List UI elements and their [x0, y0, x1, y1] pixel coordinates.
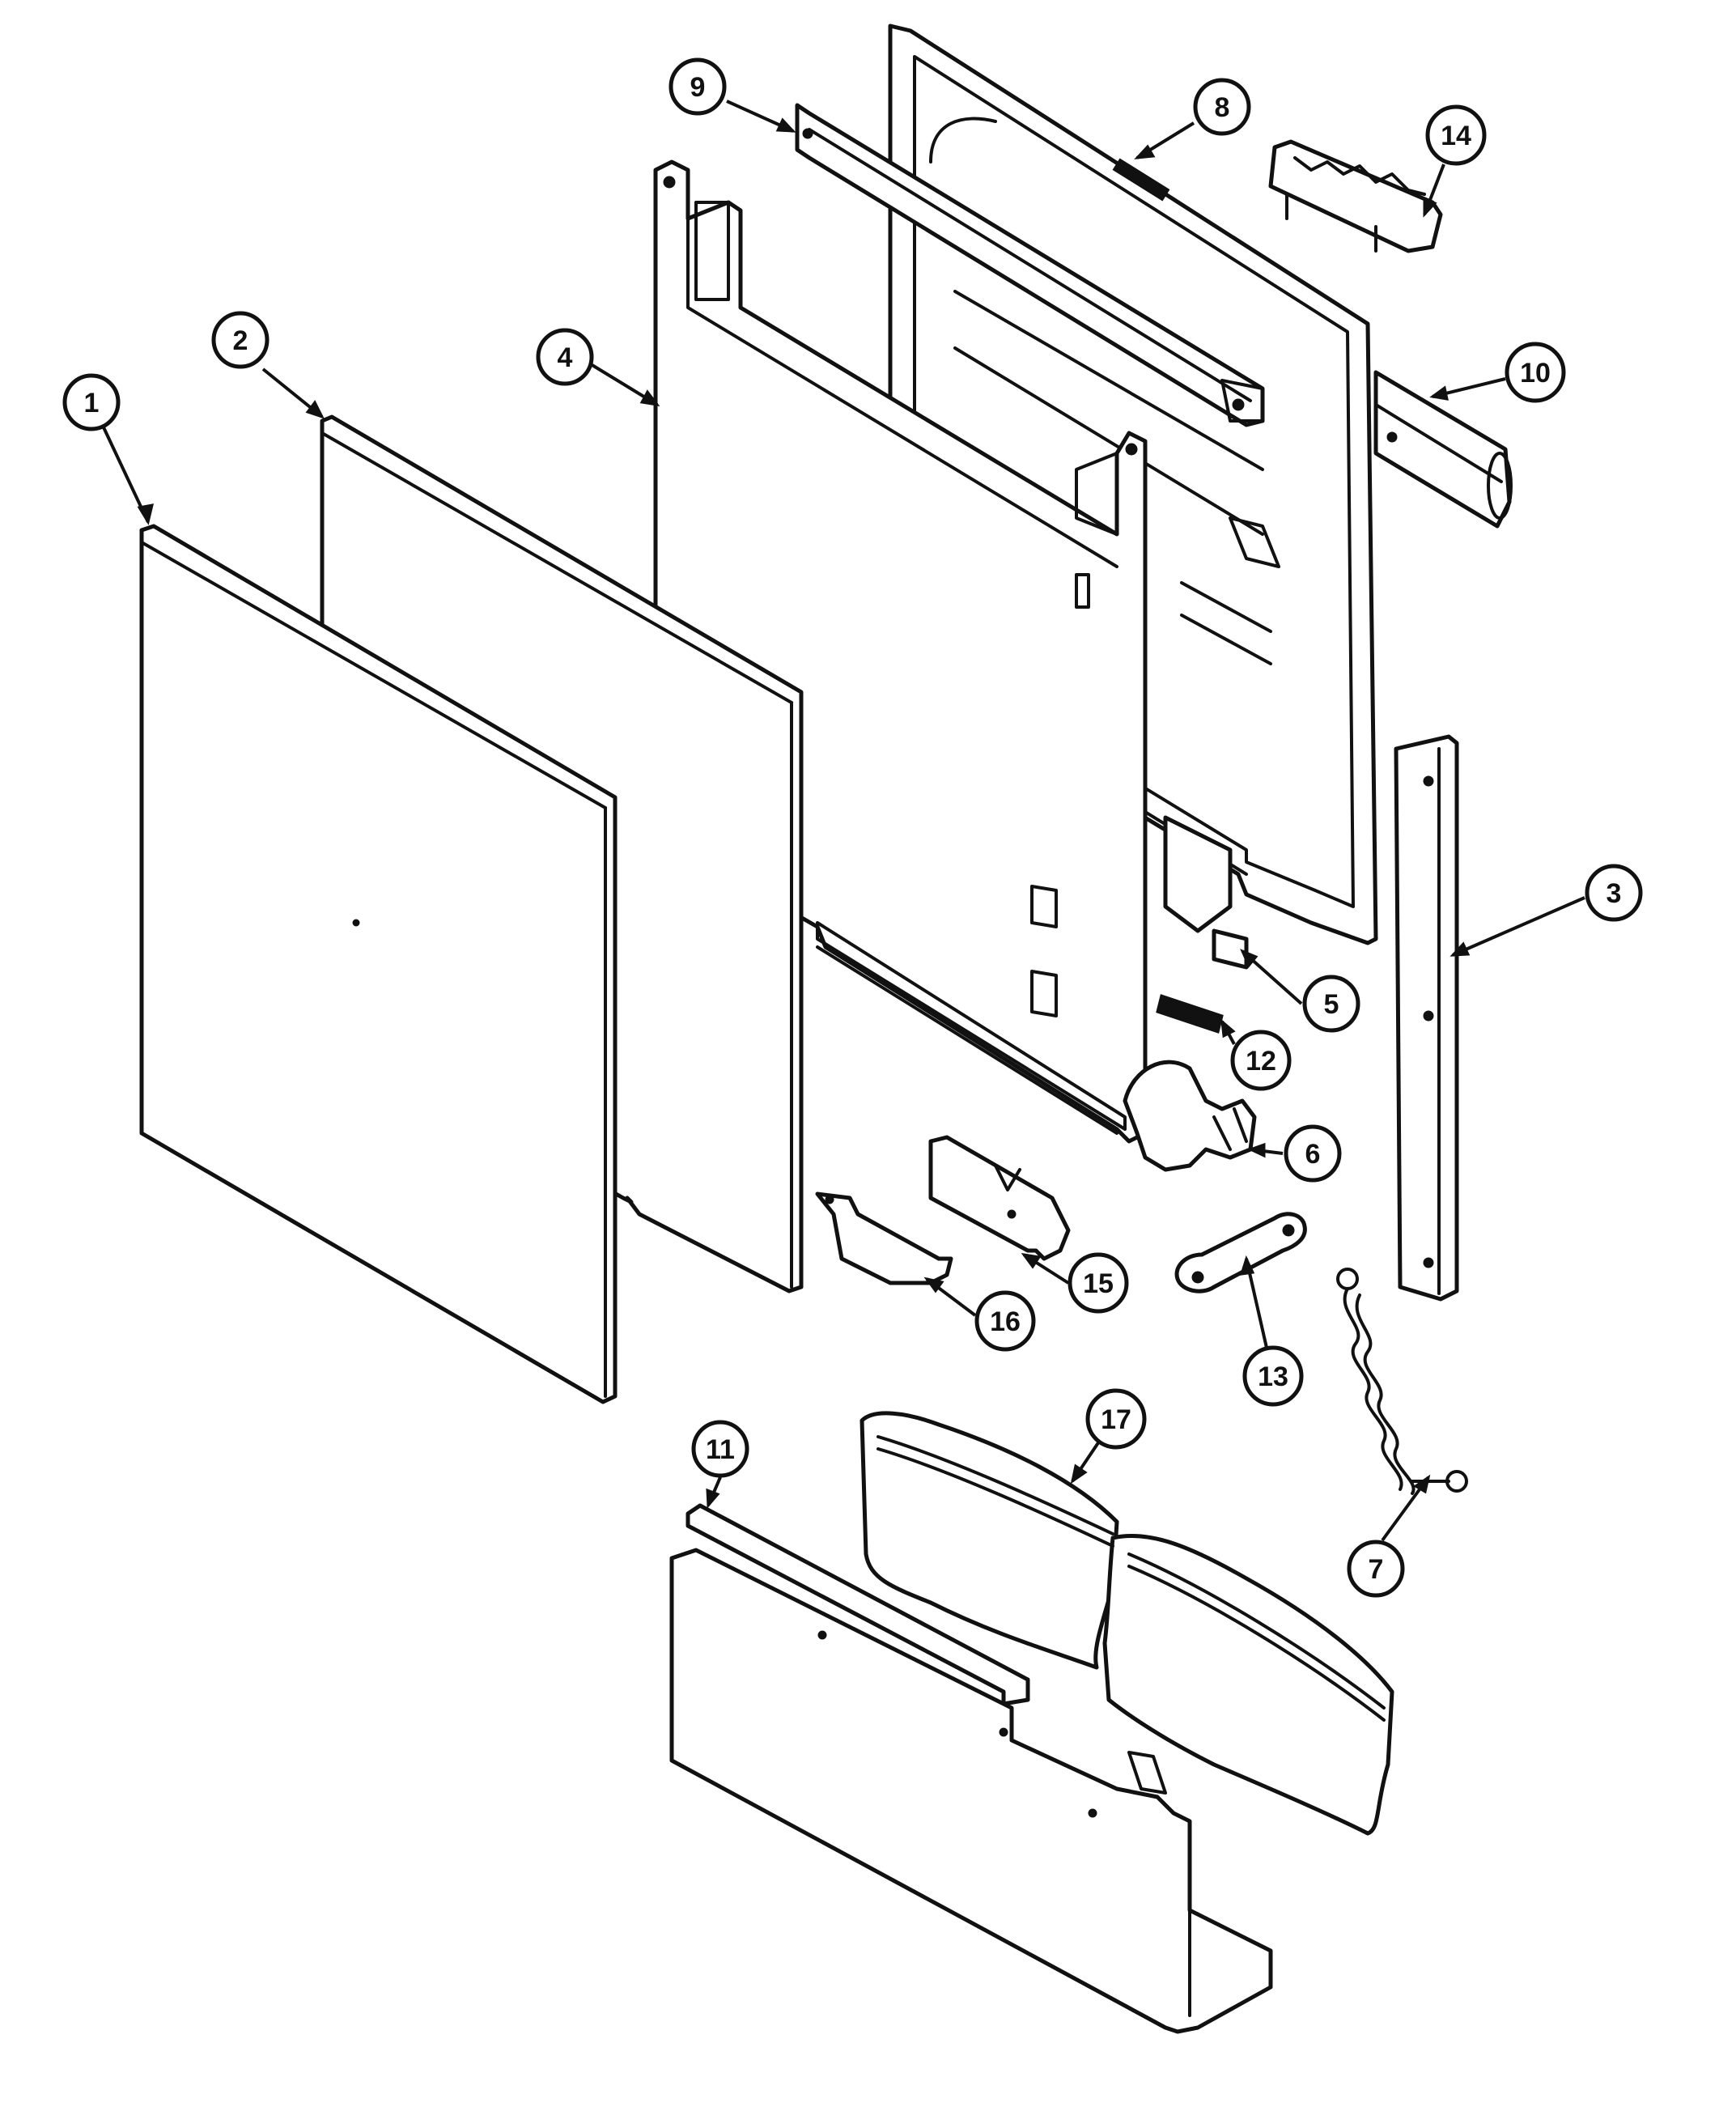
- callout-8: 8: [1193, 78, 1251, 136]
- callout-6-label: 6: [1305, 1139, 1321, 1170]
- callout-9-label: 9: [690, 72, 706, 103]
- callout-12-label: 12: [1246, 1046, 1276, 1077]
- callout-10: 10: [1505, 342, 1566, 403]
- part-17-insulation-blanket: [860, 1411, 1394, 1836]
- part-15-bracket-plate: [928, 1135, 1071, 1261]
- callout-14: 14: [1425, 104, 1487, 166]
- callout-2: 2: [211, 311, 270, 369]
- part-12-pad: [1156, 994, 1224, 1034]
- part-11-bottom-panel: [669, 1503, 1273, 2034]
- callout-15-label: 15: [1083, 1268, 1114, 1299]
- callout-16: 16: [974, 1290, 1036, 1352]
- part-14-latch-handle: [1268, 139, 1443, 253]
- callout-13: 13: [1242, 1345, 1304, 1407]
- callout-5: 5: [1302, 975, 1360, 1033]
- callout-17: 17: [1085, 1388, 1147, 1450]
- callout-3-label: 3: [1607, 878, 1622, 909]
- callout-4-label: 4: [558, 342, 573, 373]
- callout-6: 6: [1284, 1124, 1342, 1183]
- callout-5-label: 5: [1324, 989, 1339, 1020]
- callout-3: 3: [1585, 864, 1643, 922]
- callout-8-label: 8: [1215, 92, 1230, 123]
- callout-13-label: 13: [1258, 1361, 1288, 1392]
- callout-1-label: 1: [84, 388, 100, 418]
- callout-17-label: 17: [1101, 1404, 1131, 1435]
- callout-11: 11: [691, 1420, 749, 1478]
- part-10-hinge-bar: [1373, 370, 1513, 529]
- part-3-side-strip: [1394, 734, 1459, 1302]
- part-1-front-panel: [139, 524, 618, 1404]
- callout-2-label: 2: [233, 325, 248, 356]
- part-5-latch-bracket: [1163, 815, 1249, 970]
- part-9-top-channel: [795, 103, 1265, 427]
- part-7-spring: [1336, 1268, 1468, 1495]
- callout-7-label: 7: [1369, 1554, 1384, 1585]
- callout-7: 7: [1347, 1540, 1405, 1598]
- callout-1: 1: [62, 373, 121, 431]
- callout-11-label: 11: [706, 1434, 735, 1465]
- callout-10-label: 10: [1520, 358, 1551, 389]
- leader-lines: [102, 100, 1585, 1542]
- callout-16-label: 16: [990, 1306, 1021, 1337]
- callout-4: 4: [536, 328, 594, 386]
- callout-14-label: 14: [1441, 121, 1471, 151]
- callout-15: 15: [1067, 1252, 1129, 1314]
- callout-9: 9: [669, 57, 727, 116]
- part-13-link: [1174, 1212, 1307, 1293]
- part-6-hinge-arm: [1123, 1060, 1257, 1172]
- part-16-mounting-bracket: [815, 1191, 953, 1285]
- callout-12: 12: [1230, 1030, 1292, 1091]
